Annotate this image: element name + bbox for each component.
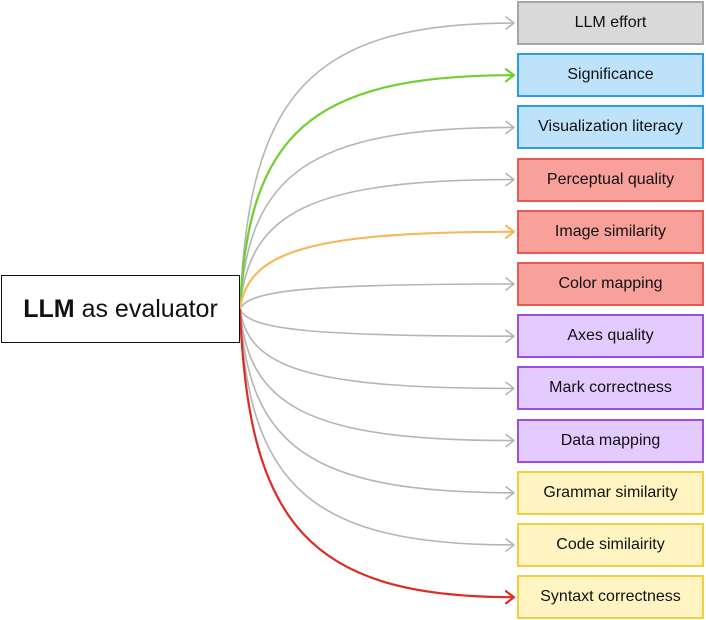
target-node: Mark correctness — [517, 366, 704, 411]
target-label: Code similairity — [556, 536, 665, 553]
target-node: Data mapping — [517, 418, 704, 463]
connector-arrow — [239, 308, 515, 500]
target-label: Significance — [567, 66, 654, 84]
target-node: Visualization literacy — [517, 105, 704, 150]
connector-arrow — [239, 308, 515, 396]
target-label: Axes quality — [567, 327, 654, 345]
target-node: Image similarity — [517, 209, 704, 254]
target-label: Mark correctness — [549, 379, 672, 397]
connector-arrow — [239, 172, 515, 310]
connector-arrow — [239, 308, 515, 552]
target-label: Data mapping — [560, 431, 661, 449]
target-node: Perceptual quality — [517, 157, 704, 202]
target-node: Axes quality — [517, 314, 704, 359]
target-label: Color mapping — [558, 275, 663, 292]
connector-arrow — [239, 277, 515, 310]
connector-arrow — [238, 308, 516, 605]
target-label: Image similarity — [554, 222, 667, 240]
target-node: LLM effort — [517, 1, 704, 45]
target-label: Visualization literacy — [538, 118, 683, 136]
source-label-rest: as evaluator — [81, 294, 218, 323]
target-label: Syntaxt correctness — [540, 588, 681, 606]
target-node: Significance — [517, 53, 704, 98]
source-node: LLM as evaluator — [1, 275, 240, 343]
target-label: LLM effort — [574, 14, 647, 31]
connector-arrow — [239, 120, 515, 310]
target-node: Syntaxt correctness — [517, 575, 704, 620]
target-node: Code similairity — [517, 523, 704, 567]
target-label: Perceptual quality — [546, 170, 675, 188]
connector-arrow — [238, 224, 516, 310]
connector-arrow — [239, 308, 515, 448]
connector-arrow — [239, 16, 515, 310]
target-node: Color mapping — [517, 262, 704, 306]
connector-arrow — [239, 308, 515, 343]
source-label-bold: LLM — [23, 294, 75, 323]
connector-arrow — [238, 68, 516, 310]
target-node: Grammar similarity — [517, 470, 704, 515]
target-label: Grammar similarity — [543, 483, 678, 501]
